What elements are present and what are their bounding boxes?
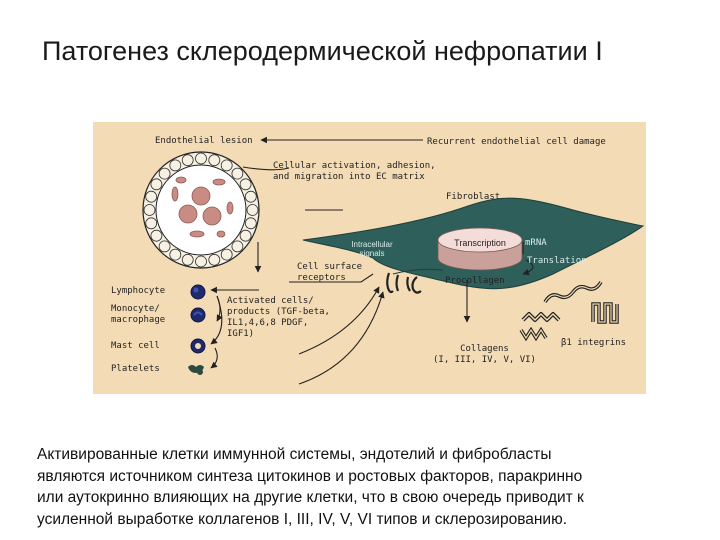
label-translation: Translation — [527, 256, 587, 266]
caption-line: или аутокринно влияющих на другие клетки… — [37, 489, 584, 506]
label-mrna: mRNA — [525, 238, 547, 248]
nucleus-disc — [437, 227, 523, 271]
label-recurrent-damage: Recurrent endothelial cell damage — [427, 137, 606, 147]
label-procollagen: Procollagen — [445, 276, 505, 286]
label-lymphocyte: Lymphocyte — [111, 286, 166, 296]
arrows — [210, 136, 534, 385]
immune-cells — [188, 284, 206, 375]
label-transcription: Transcription — [454, 238, 506, 248]
caption-line: Активированные клетки иммунной системы, … — [37, 446, 552, 463]
caption-line: усиленной выработке коллагенов I, III, I… — [37, 510, 568, 528]
cell-surface-receptors — [386, 272, 422, 294]
vessel-cross-section — [142, 151, 260, 269]
label-monocyte: Monocyte/ macrophage — [111, 304, 166, 325]
caption-line: являются источником синтеза цитокинов и … — [37, 467, 583, 485]
caption-text: Активированные клетки иммунной системы, … — [37, 444, 707, 530]
label-activated-cells: Activated cells/ products (TGF-beta, IL1… — [227, 296, 330, 339]
label-platelets: Platelets — [111, 364, 160, 374]
label-intracellular-signals: Intracellular signals — [351, 240, 393, 258]
label-collagens: Collagens (I, III, IV, V, VI) — [433, 344, 536, 365]
label-fibroblast: Fibroblast — [446, 192, 501, 202]
label-cell-surface-receptors: Cell surface receptors — [297, 262, 363, 283]
collagen-fibers — [519, 281, 619, 342]
label-b1-integrins: β1 integrins — [561, 338, 627, 348]
label-mast-cell: Mast cell — [111, 341, 160, 351]
pathogenesis-diagram: Endothelial lesion Recurrent endothelial… — [93, 122, 646, 394]
label-cellular-activation: Cellular activation, adhesion, and migra… — [273, 161, 436, 182]
diagram-graphics — [93, 122, 646, 394]
slide-title: Патогенез склеродермической нефропатии I — [42, 36, 603, 66]
label-endothelial-lesion: Endothelial lesion — [155, 136, 253, 146]
